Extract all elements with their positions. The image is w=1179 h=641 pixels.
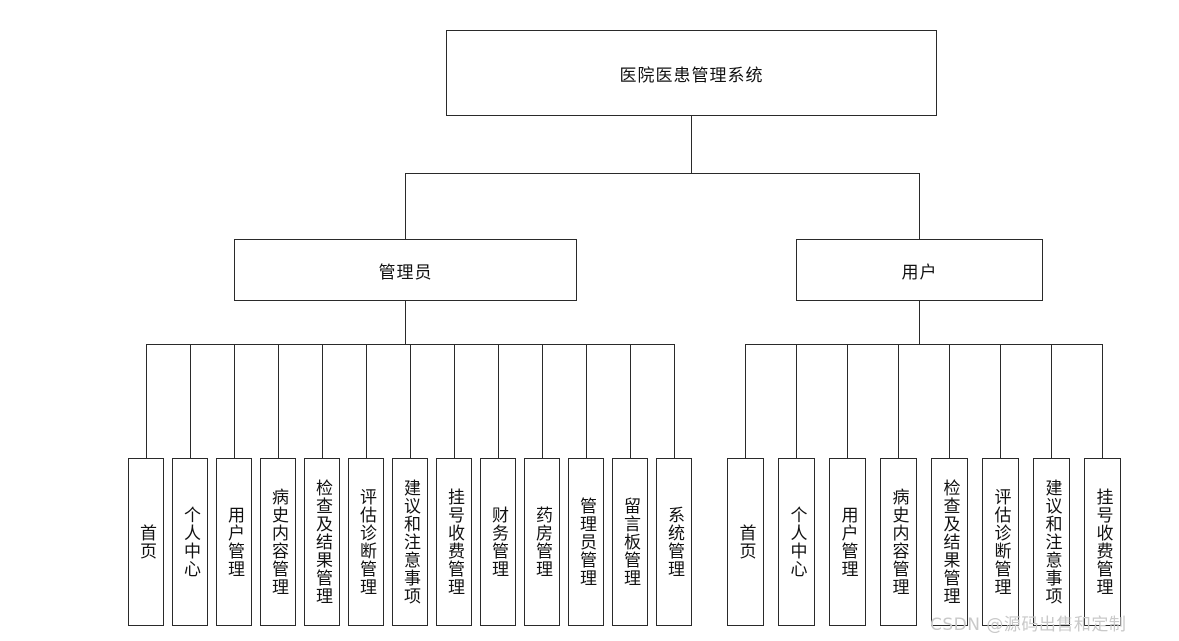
admin-leaf-node: 挂号收费管理 [436, 458, 472, 626]
admin-leaf-node: 留言板管理 [612, 458, 648, 626]
user-leaf-label: 建议和注意事项 [1041, 479, 1062, 605]
branch-node-admin: 管理员 [234, 239, 577, 301]
admin-leaf-node: 检查及结果管理 [304, 458, 340, 626]
user-leaf-node: 用户管理 [829, 458, 866, 626]
user-leaf-label: 个人中心 [786, 506, 807, 578]
watermark: CSDN @源码出售和定制 [930, 615, 1127, 635]
admin-leaf-label: 财务管理 [488, 506, 508, 578]
admin-leaf-label: 挂号收费管理 [444, 488, 464, 596]
root-node: 医院医患管理系统 [446, 30, 937, 116]
admin-leaf-label: 首页 [136, 524, 156, 560]
admin-leaf-node: 财务管理 [480, 458, 516, 626]
user-leaf-node: 首页 [727, 458, 764, 626]
admin-leaf-label: 留言板管理 [620, 497, 640, 587]
admin-leaf-label: 用户管理 [224, 506, 244, 578]
user-leaf-label: 首页 [735, 524, 756, 560]
user-leaf-label: 评估诊断管理 [990, 488, 1011, 596]
admin-leaf-label: 药房管理 [532, 506, 552, 578]
admin-leaf-node: 建议和注意事项 [392, 458, 428, 626]
admin-leaf-node: 病史内容管理 [260, 458, 296, 626]
branch-node-user: 用户 [796, 239, 1043, 301]
admin-leaf-label: 检查及结果管理 [312, 479, 332, 605]
branch-node-user-label: 用户 [901, 262, 938, 283]
user-leaf-node: 评估诊断管理 [982, 458, 1019, 626]
admin-leaf-node: 药房管理 [524, 458, 560, 626]
user-leaf-node: 病史内容管理 [880, 458, 917, 626]
user-leaf-node: 建议和注意事项 [1033, 458, 1070, 626]
admin-leaf-node: 系统管理 [656, 458, 692, 626]
user-leaf-label: 病史内容管理 [888, 488, 909, 596]
user-leaf-label: 挂号收费管理 [1092, 488, 1113, 596]
admin-leaf-label: 系统管理 [664, 506, 684, 578]
user-leaf-node: 检查及结果管理 [931, 458, 968, 626]
admin-leaf-label: 评估诊断管理 [356, 488, 376, 596]
root-node-label: 医院医患管理系统 [619, 65, 764, 86]
branch-node-admin-label: 管理员 [378, 262, 433, 283]
admin-leaf-label: 管理员管理 [576, 497, 596, 587]
user-leaf-label: 检查及结果管理 [939, 479, 960, 605]
admin-leaf-node: 首页 [128, 458, 164, 626]
user-leaf-node: 挂号收费管理 [1084, 458, 1121, 626]
admin-leaf-label: 病史内容管理 [268, 488, 288, 596]
user-leaf-node: 个人中心 [778, 458, 815, 626]
admin-leaf-node: 用户管理 [216, 458, 252, 626]
admin-leaf-label: 建议和注意事项 [400, 479, 420, 605]
admin-leaf-node: 个人中心 [172, 458, 208, 626]
user-leaf-label: 用户管理 [837, 506, 858, 578]
admin-leaf-node: 评估诊断管理 [348, 458, 384, 626]
admin-leaf-label: 个人中心 [180, 506, 200, 578]
admin-leaf-node: 管理员管理 [568, 458, 604, 626]
